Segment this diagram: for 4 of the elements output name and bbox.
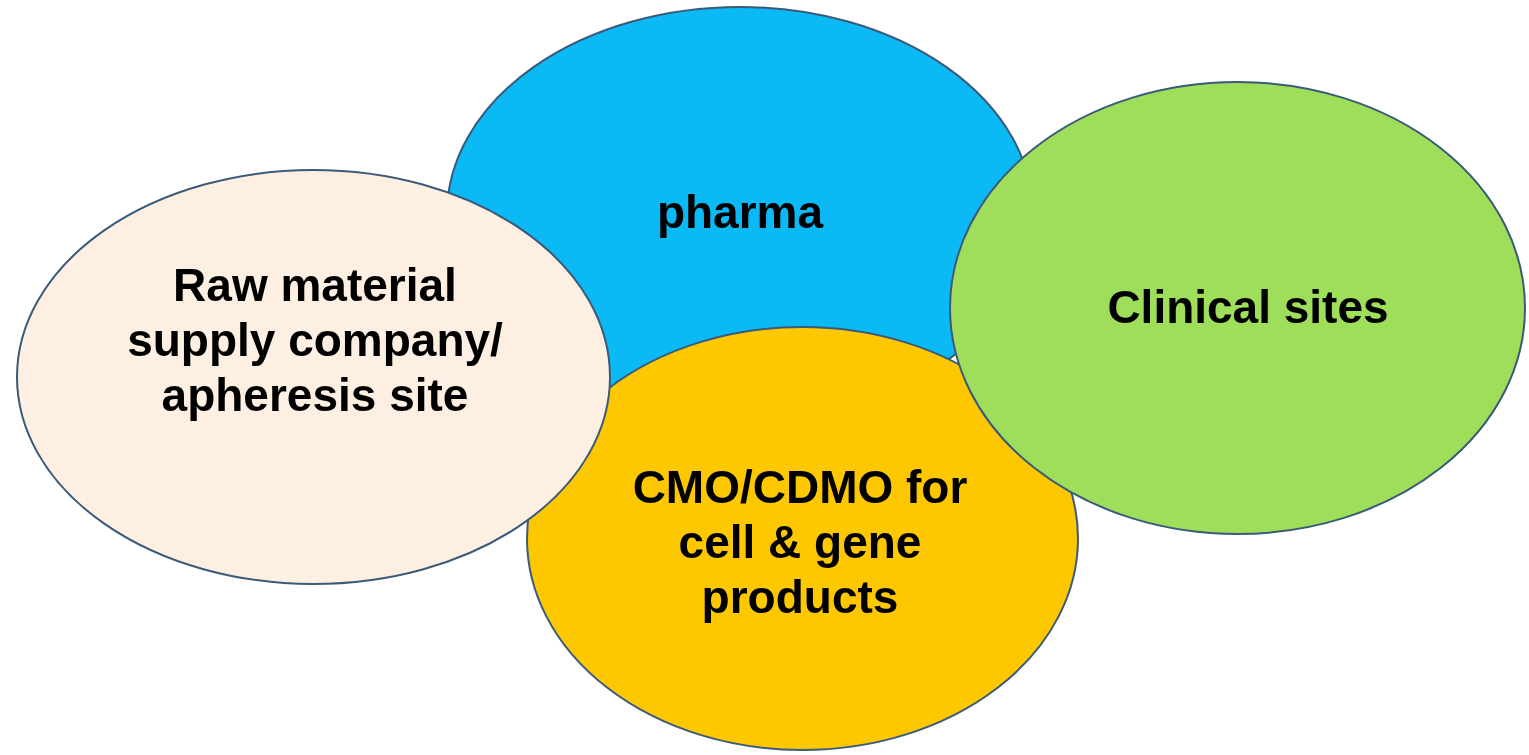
node-label: CMO/CDMO for cell & gene products: [631, 460, 969, 626]
node-label: Raw material supply company/ apheresis site: [126, 258, 504, 424]
node-label: pharma: [655, 185, 825, 240]
node-label: Clinical sites: [1106, 280, 1390, 335]
